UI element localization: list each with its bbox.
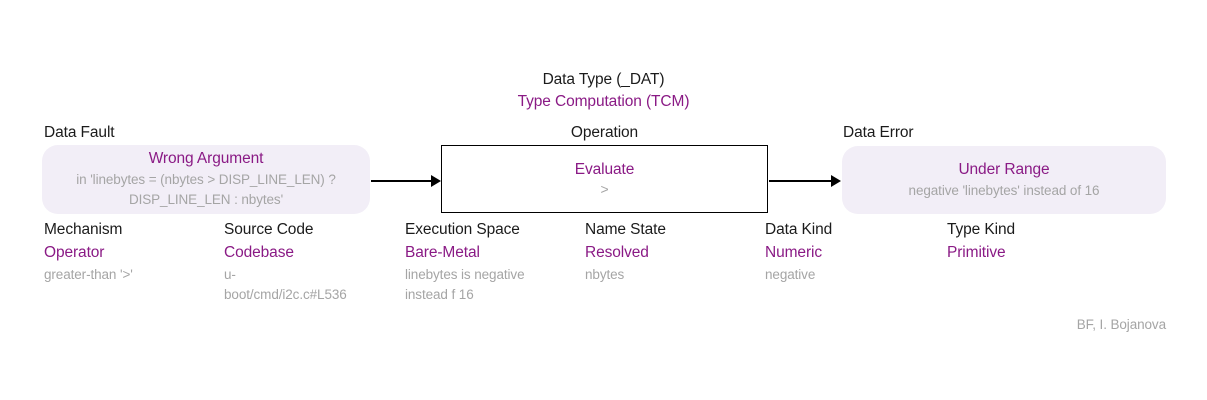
attribute-header: Source Code bbox=[224, 221, 314, 238]
title-data-type: Data Type (_DAT) bbox=[542, 71, 665, 88]
attribute-name-state: Name State Resolved nbytes bbox=[585, 220, 757, 285]
attribute-note: linebytes is negative instead f 16 bbox=[405, 267, 525, 302]
attribute-mechanism: Mechanism Operator greater-than '>' bbox=[44, 220, 216, 285]
data-error-box: Under Range negative 'linebytes' instead… bbox=[842, 146, 1166, 214]
attribute-note: nbytes bbox=[585, 267, 625, 282]
attribute-header: Execution Space bbox=[405, 221, 520, 238]
attribute-header: Name State bbox=[585, 221, 666, 238]
attribute-data-kind: Data Kind Numeric negative bbox=[765, 220, 937, 285]
fault-detail: in 'linebytes = (nbytes > DISP_LINE_LEN)… bbox=[76, 172, 336, 207]
attribute-execution-space: Execution Space Bare-Metal linebytes is … bbox=[405, 220, 577, 305]
attribute-note: negative bbox=[765, 267, 816, 282]
operation-box: Evaluate > bbox=[441, 145, 768, 213]
attribute-value: Codebase bbox=[224, 244, 294, 261]
attribute-note: greater-than '>' bbox=[44, 267, 133, 282]
attribute-value: Bare-Metal bbox=[405, 244, 480, 261]
attribute-header: Data Kind bbox=[765, 221, 833, 238]
attribution-text: BF, I. Bojanova bbox=[1076, 317, 1166, 332]
operation-label: Operation bbox=[570, 124, 639, 141]
data-error-label: Data Error bbox=[843, 124, 914, 141]
operation-name: Evaluate bbox=[574, 161, 635, 178]
attribute-header: Mechanism bbox=[44, 221, 123, 238]
attribute-note: u-boot/cmd/i2c.c#L536 bbox=[224, 267, 347, 302]
attribute-source-code: Source Code Codebase u-boot/cmd/i2c.c#L5… bbox=[224, 220, 396, 305]
error-name: Under Range bbox=[958, 160, 1050, 178]
data-fault-box: Wrong Argument in 'linebytes = (nbytes >… bbox=[42, 145, 370, 214]
error-detail: negative 'linebytes' instead of 16 bbox=[908, 182, 1100, 198]
attribute-type-kind: Type Kind Primitive bbox=[947, 220, 1119, 265]
diagram-title: Data Type (_DAT) Type Computation (TCM) bbox=[0, 69, 1207, 113]
operation-detail: > bbox=[600, 181, 609, 197]
fault-name: Wrong Argument bbox=[148, 150, 264, 167]
arrow-right-icon bbox=[371, 175, 441, 187]
data-fault-label: Data Fault bbox=[44, 124, 115, 141]
attribute-value: Primitive bbox=[947, 244, 1006, 261]
attribute-value: Numeric bbox=[765, 244, 823, 261]
attribute-value: Operator bbox=[44, 244, 105, 261]
title-type-computation: Type Computation (TCM) bbox=[517, 93, 690, 110]
attribute-value: Resolved bbox=[585, 244, 649, 261]
attribute-header: Type Kind bbox=[947, 221, 1016, 238]
arrow-right-icon bbox=[769, 175, 841, 187]
